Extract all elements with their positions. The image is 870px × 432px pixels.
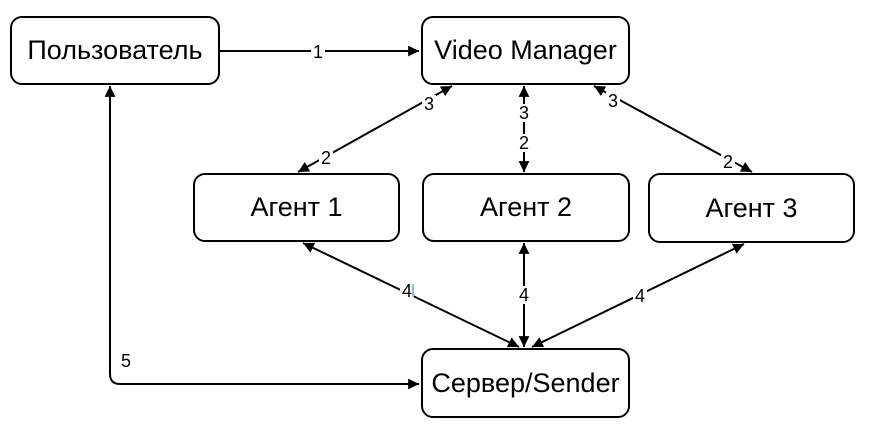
edge-label-2-vm-agent3: 2 — [720, 152, 736, 172]
edge-label-3-vm-agent1: 3 — [421, 94, 437, 114]
edge-label-4-agent3-server: 4 — [632, 286, 648, 306]
node-agent3-label: Агент 3 — [705, 192, 798, 223]
node-video-manager-label: Video Manager — [434, 35, 617, 65]
node-user-label: Пользователь — [27, 35, 203, 65]
edge-label-3-vm-agent3: 3 — [605, 91, 621, 111]
node-agent1-label: Агент 1 — [250, 192, 343, 222]
edge-label-4-agent1-server: 4 — [399, 281, 415, 301]
edge-label-2-vm-agent2: 2 — [516, 133, 532, 153]
node-video-manager: Video Manager — [421, 16, 630, 85]
node-agent1: Агент 1 — [193, 173, 400, 242]
node-server: Сервер/Sender — [421, 348, 630, 418]
edge-label-5-server-user: 5 — [120, 351, 132, 371]
node-user: Пользователь — [10, 16, 220, 85]
edge-label-3-vm-agent2: 3 — [516, 103, 532, 123]
node-server-label: Сервер/Sender — [431, 367, 620, 398]
edge-server-user — [104, 86, 419, 390]
node-agent3: Агент 3 — [648, 173, 855, 243]
edge-label-4-agent2-server: 4 — [516, 285, 532, 305]
edge-label-2-vm-agent1: 2 — [318, 148, 334, 168]
node-agent2: Агент 2 — [422, 173, 630, 242]
edge-label-1: 1 — [310, 42, 326, 62]
node-agent2-label: Агент 2 — [479, 192, 573, 222]
text-cursor-artifact — [412, 284, 414, 297]
